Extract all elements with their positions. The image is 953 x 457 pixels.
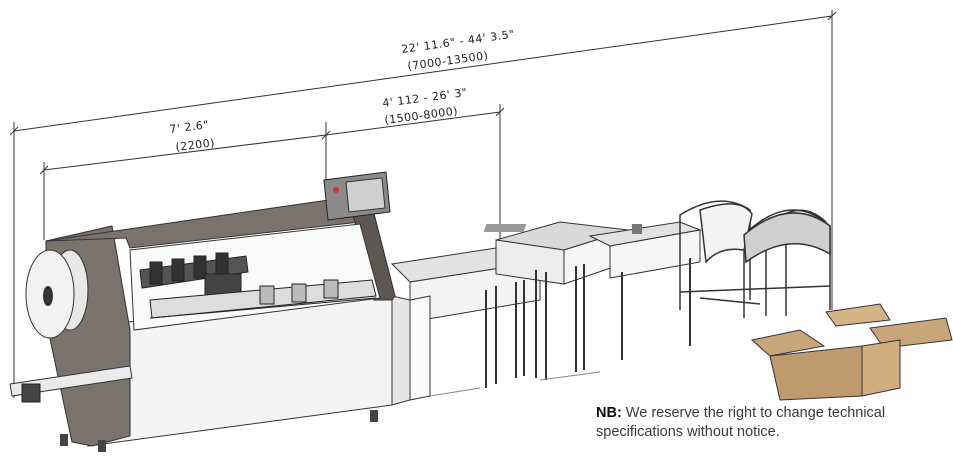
- packaging-machine: [9, 171, 411, 452]
- machine-dimension-metric: (2200): [175, 136, 216, 154]
- disclaimer-label: NB:: [596, 405, 622, 421]
- disclaimer-text-line1: We reserve the right to change technical: [621, 405, 886, 421]
- outfeed-sensor: [632, 224, 642, 234]
- control-panel-button: [333, 187, 339, 193]
- tunnel-legs: [535, 264, 585, 380]
- carton-back-flap: [825, 303, 891, 327]
- carton-left-flap: [750, 329, 826, 357]
- disclaimer-note: NB: We reserve the right to change techn…: [596, 404, 953, 442]
- machine-dimension-line: [43, 134, 327, 171]
- machine-dimension-imperial: 7' 2.6": [169, 118, 210, 136]
- outfeed-skirt: [609, 229, 701, 279]
- dimension-ticks: [9, 11, 837, 175]
- collection-cage: [679, 200, 831, 318]
- dimension-lines: [13, 10, 833, 398]
- conveyor-legs: [485, 280, 525, 388]
- carton-box: [750, 303, 953, 401]
- conveyor-dimension-line: [325, 111, 501, 136]
- discharge-conveyor: [390, 221, 702, 401]
- machine-mechanism: [139, 252, 377, 319]
- control-panel-display: [345, 177, 386, 213]
- cage-cover: [743, 212, 831, 264]
- conveyor-guard: [409, 295, 431, 401]
- ground-details: [429, 371, 601, 397]
- film-reel-hub: [43, 286, 53, 306]
- carton-body: [769, 345, 863, 401]
- machine-feet: [60, 410, 378, 452]
- overall-dimension-line: [13, 15, 833, 132]
- machine-cabinet-side: [391, 295, 411, 406]
- overall-dimension-imperial: 22' 11.6" - 44' 3.5": [401, 28, 516, 56]
- outfeed-legs: [621, 258, 691, 360]
- carton-right-flap: [869, 317, 953, 349]
- disclaimer-text-line2: specifications without notice.: [596, 424, 780, 440]
- cage-sheet: [699, 203, 753, 264]
- infeed-motor: [21, 383, 41, 403]
- carton-side: [861, 339, 901, 397]
- shrink-tunnel-vent: [483, 224, 527, 232]
